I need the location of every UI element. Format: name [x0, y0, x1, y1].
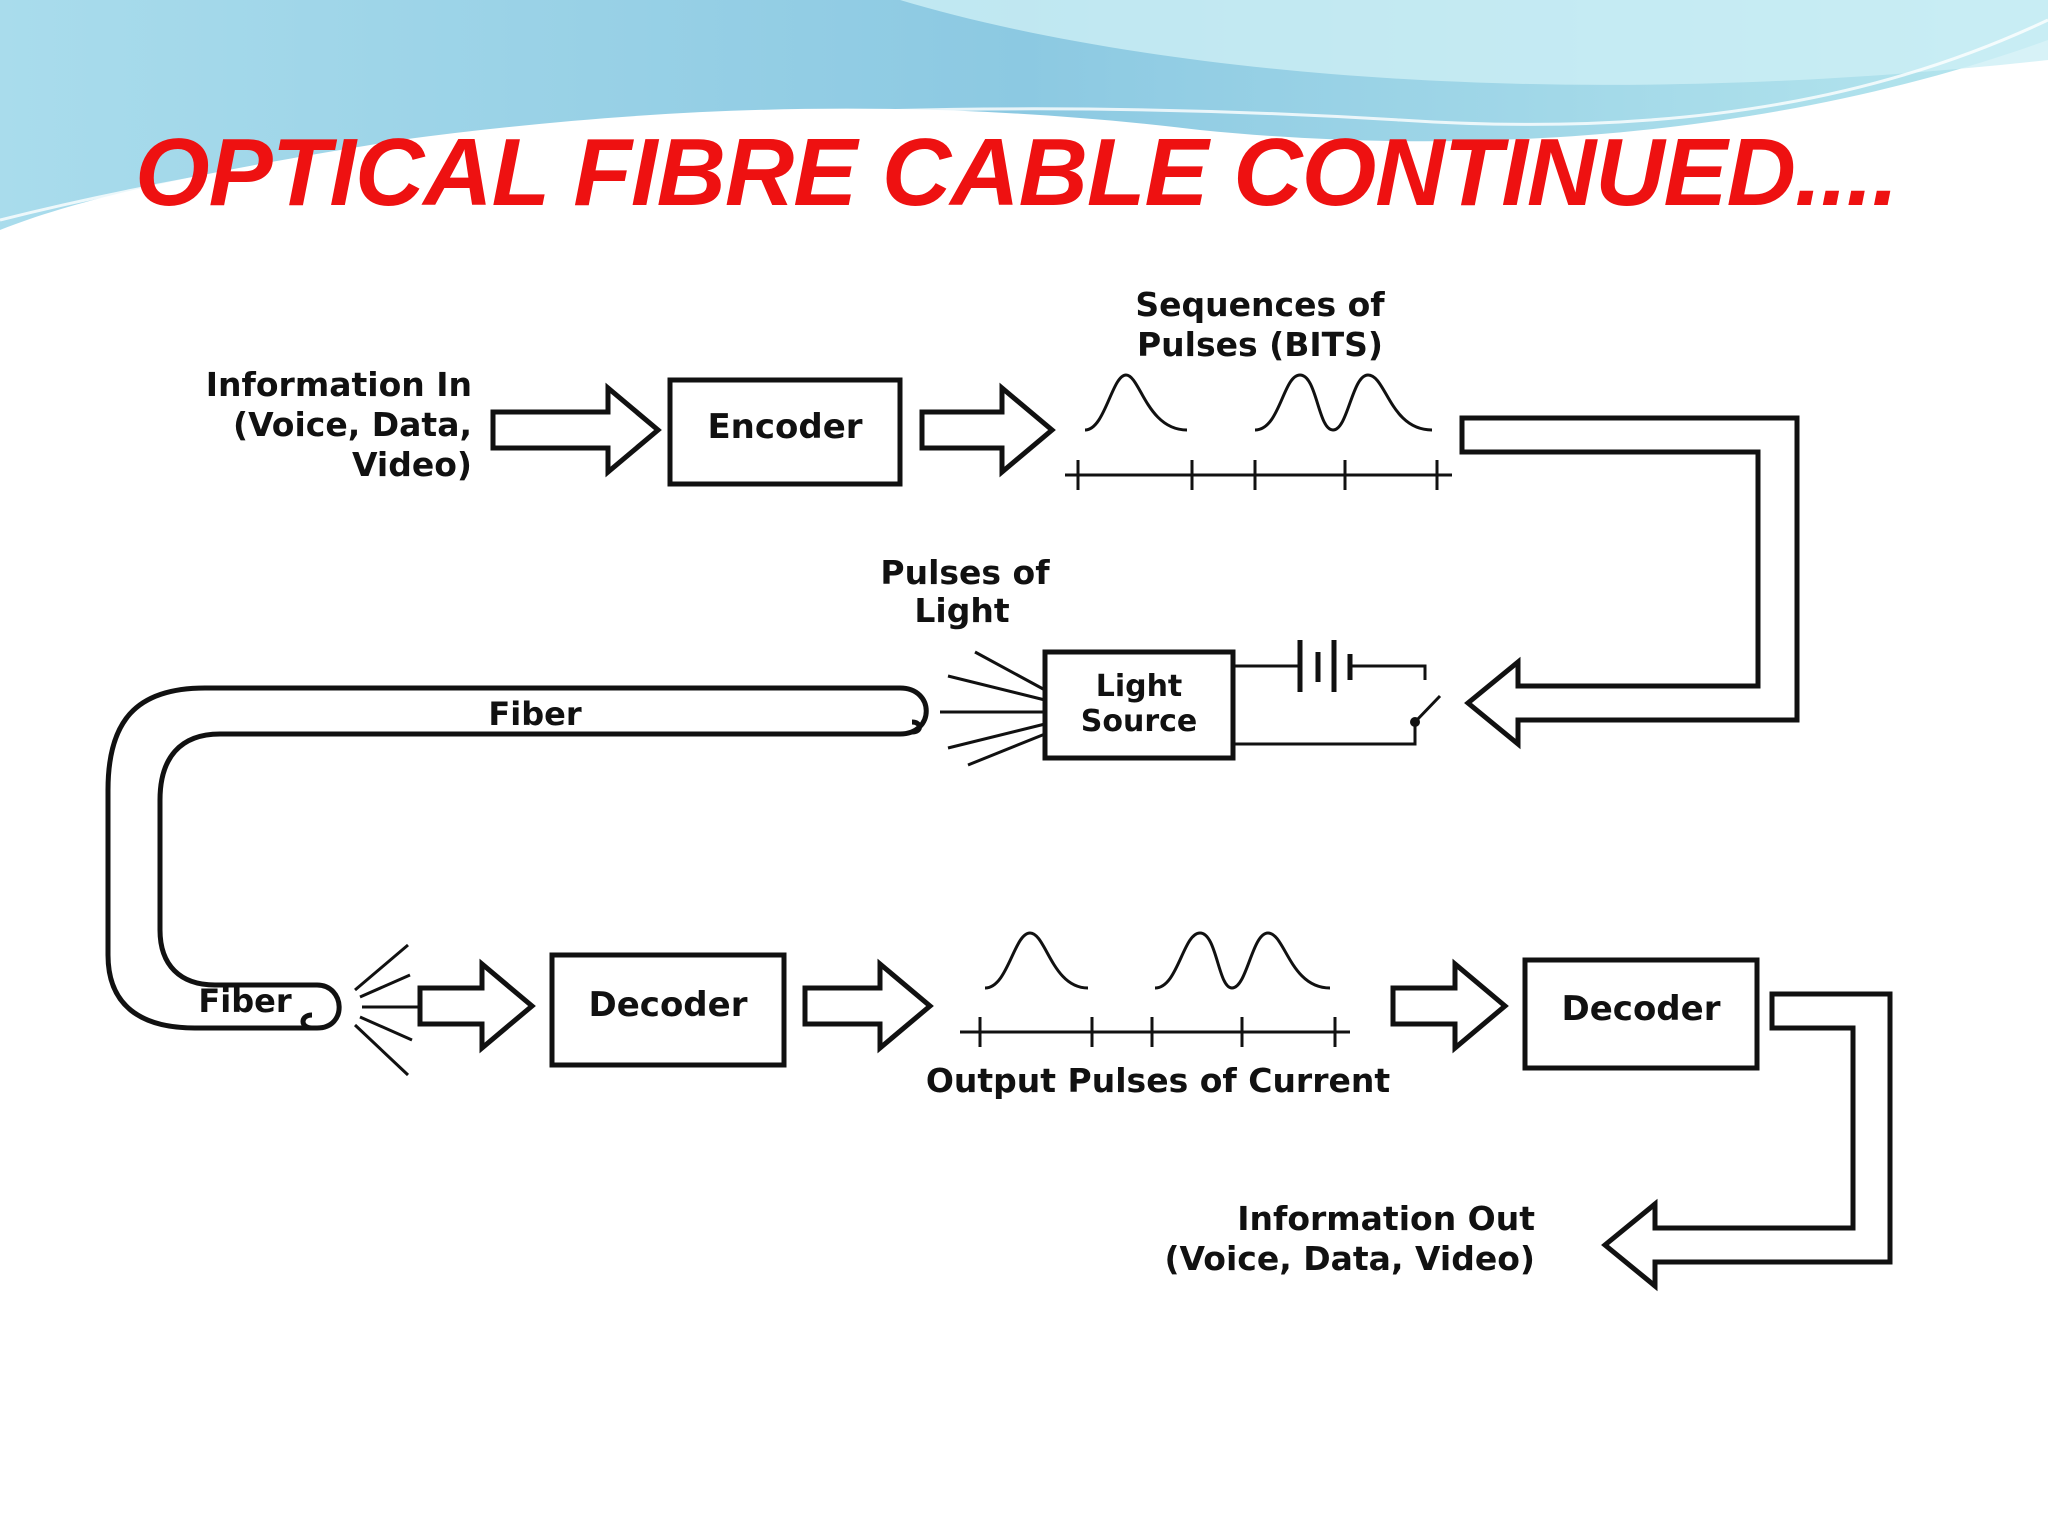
light-rays-receiver: [353, 943, 420, 1077]
fiber-cable: [157, 731, 900, 988]
pulses-light-line-2: Light: [914, 591, 1009, 630]
info-in-line-3: Video): [352, 445, 472, 484]
sequences-line-2: Pulses (BITS): [1137, 325, 1383, 364]
switch-lever: [1413, 694, 1442, 724]
encoder-label: Encoder: [707, 407, 862, 447]
arrow-to-encoder: [490, 382, 662, 478]
arrow-to-bit-pulses: [919, 382, 1056, 478]
pulse-double-top: [1254, 373, 1433, 432]
battery-switch-circuit: [1233, 640, 1442, 746]
info-in-line-2: (Voice, Data,: [233, 405, 472, 444]
decoder-2-label: Decoder: [1562, 989, 1721, 1029]
banner-highlight: [900, 0, 2048, 85]
light-ray: [359, 973, 411, 999]
output-pulses: [960, 931, 1350, 1047]
decoder-1-label: Decoder: [589, 985, 748, 1025]
circuit-wire: [1233, 722, 1417, 746]
circuit-wire: [1350, 664, 1427, 680]
arrow-to-output-pulses: [802, 958, 934, 1054]
decoder-1-box: [549, 952, 787, 1068]
light-rays-source: [940, 650, 1046, 767]
pulses-light-label: Pulses of Light: [880, 553, 1050, 630]
arrow-to-decoder-1: [417, 958, 536, 1054]
light-ray: [353, 1023, 410, 1077]
info-out-line-1: Information Out: [1237, 1199, 1535, 1238]
encoder-box: [667, 377, 903, 487]
fiber-end-bottom: [300, 982, 342, 1031]
arrow-to-decoder-2: [1390, 958, 1509, 1054]
slide-banner: [0, 0, 2048, 230]
light-ray: [354, 943, 409, 992]
sequences-line-1: Sequences of: [1135, 285, 1385, 324]
pulses-light-line-1: Pulses of: [880, 553, 1050, 592]
info-in-line-1: Information In: [206, 365, 472, 404]
fiber-cable: [105, 685, 900, 1031]
light-ray: [947, 722, 1046, 750]
fiber-label-bottom: Fiber: [198, 982, 291, 1020]
decoder-2-box: [1522, 957, 1760, 1071]
sequences-label: Sequences of Pulses (BITS): [1135, 285, 1385, 364]
arrow-to-switch: [1459, 415, 1800, 750]
info-out-line-2: (Voice, Data, Video): [1164, 1239, 1535, 1278]
bit-pulses-top: [1065, 373, 1452, 490]
arrow-to-info-out: [1601, 991, 1893, 1292]
info-out-label: Information Out (Voice, Data, Video): [1164, 1199, 1535, 1278]
info-in-label: Information In (Voice, Data, Video): [206, 365, 472, 484]
pulse-single-output: [984, 931, 1089, 990]
output-pulses-label: Output Pulses of Current: [926, 1061, 1390, 1100]
light-ray: [967, 732, 1046, 767]
light-source-line-1: Light: [1096, 669, 1183, 704]
pulse-double-output: [1154, 931, 1331, 990]
light-source-box: [1042, 649, 1236, 761]
light-ray: [947, 674, 1046, 702]
fiber-label-top: Fiber: [488, 695, 581, 733]
fiber-end-top: [899, 685, 929, 737]
slide-title: OPTICAL FIBRE CABLE CONTINUED....: [135, 119, 1899, 226]
light-source-line-2: Source: [1081, 704, 1198, 739]
light-ray: [359, 1015, 413, 1042]
pulse-single-top: [1084, 373, 1188, 432]
light-ray: [974, 650, 1046, 692]
banner-line: [0, 18, 2048, 222]
